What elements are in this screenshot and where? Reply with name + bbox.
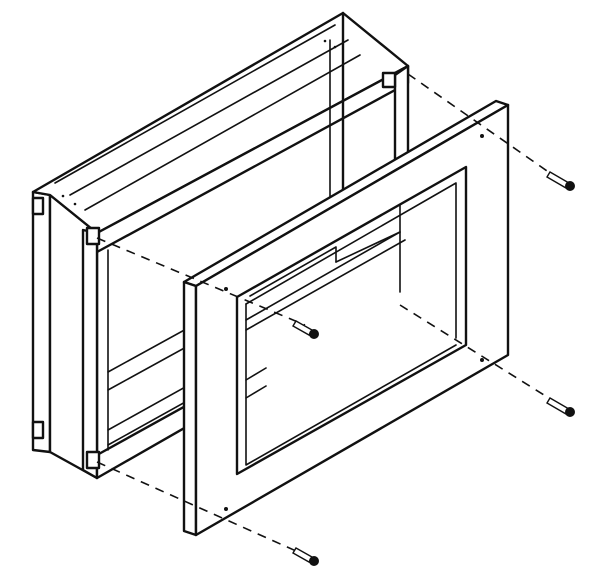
screw-hole-top-left <box>224 287 228 291</box>
frame-top-groove-2 <box>69 39 349 196</box>
nail-dot <box>73 202 77 206</box>
screw-hole-top-right <box>480 134 484 138</box>
through-rail-1 <box>249 246 337 297</box>
corner-notch-bottom-front <box>85 450 101 470</box>
frame-left-end-panel <box>31 190 52 454</box>
corner-notch-top-left <box>31 196 45 216</box>
corner-notch-bottom-left <box>31 420 45 440</box>
through-rail-6 <box>245 385 267 399</box>
screw-top-right <box>546 171 575 191</box>
face-plate-side <box>182 280 198 537</box>
through-rail-2 <box>245 231 401 321</box>
face-plate-cutout <box>235 165 468 476</box>
nail-dot <box>333 45 337 49</box>
screw-hole-bottom-left <box>224 507 228 511</box>
through-rail-4 <box>335 231 401 263</box>
frame-top-groove-3 <box>84 54 361 211</box>
alignment-line-bottom-left <box>96 461 306 556</box>
alignment-lines <box>96 73 561 556</box>
screw-bottom-left <box>292 547 319 566</box>
frame-front-post <box>81 228 99 480</box>
face-plate <box>182 99 510 537</box>
screw-hole-bottom-right <box>480 358 484 362</box>
nail-dot <box>61 194 65 198</box>
corner-notch-top-front <box>85 226 101 246</box>
screw-top-left <box>292 320 319 339</box>
cutout-bevel-bottom <box>245 303 457 466</box>
frame-top-groove-1 <box>54 24 336 184</box>
through-rail-3 <box>245 239 406 331</box>
corner-notch-top-right <box>381 71 397 89</box>
screw-bottom-right <box>546 397 575 417</box>
through-rail-5 <box>245 367 267 381</box>
alignment-line-top-left <box>96 237 306 326</box>
cutout-bevel-top <box>245 182 457 339</box>
nail-dot <box>323 39 327 43</box>
